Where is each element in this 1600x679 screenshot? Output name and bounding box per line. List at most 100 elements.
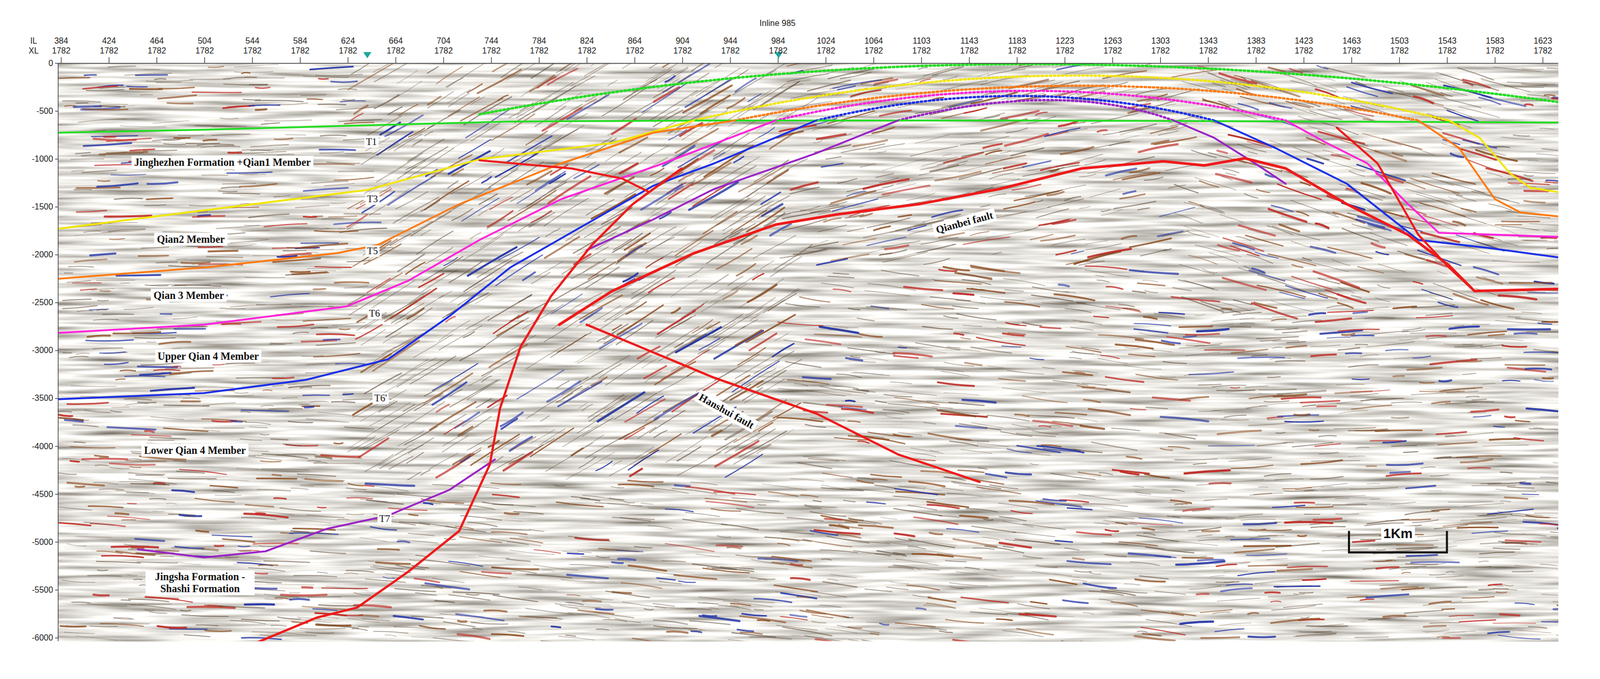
reflector-streak xyxy=(534,549,561,553)
reflector-streak xyxy=(1503,584,1514,586)
reflector-streak xyxy=(1194,314,1205,316)
reflector-streak xyxy=(649,63,677,69)
reflector-streak xyxy=(160,555,174,557)
reflector-streak xyxy=(1455,345,1483,347)
reflector-streak xyxy=(948,402,985,406)
reflector-streak xyxy=(201,175,228,176)
reflector-streak xyxy=(1375,150,1407,161)
reflector-streak xyxy=(1528,626,1547,628)
reflector-streak xyxy=(1283,279,1321,289)
reflector-streak xyxy=(1121,235,1137,239)
reflector-streak xyxy=(1350,487,1398,490)
reflector-streak xyxy=(1023,523,1066,530)
reflector-streak xyxy=(1423,625,1446,627)
reflector-streak xyxy=(245,504,274,507)
reflector-streak xyxy=(662,560,685,562)
reflector-streak xyxy=(239,174,267,175)
reflector-streak xyxy=(607,80,618,86)
reflector-streak xyxy=(313,353,361,357)
reflector-streak xyxy=(1200,637,1240,638)
reflector-streak xyxy=(898,485,925,489)
reflector-streak xyxy=(754,608,764,611)
reflector-streak xyxy=(1036,208,1069,218)
reflector-streak xyxy=(1004,206,1051,216)
reflector-streak xyxy=(137,401,156,403)
reflector-streak xyxy=(103,135,116,138)
reflector-streak xyxy=(1442,636,1460,639)
reflector-streak xyxy=(1331,259,1351,266)
reflector-streak xyxy=(1105,376,1144,382)
reflector-streak xyxy=(1351,295,1361,298)
reflector-streak xyxy=(146,80,193,82)
reflector-streak xyxy=(671,307,680,313)
reflector-streak xyxy=(149,437,186,439)
reflector-streak xyxy=(1054,294,1095,301)
reflector-streak xyxy=(1351,82,1393,94)
reflector-streak xyxy=(212,134,250,136)
reflector-streak xyxy=(1460,458,1493,462)
reflector-streak xyxy=(75,485,85,488)
reflector-streak xyxy=(1541,620,1559,622)
reflector-streak xyxy=(819,326,858,333)
reflector-streak xyxy=(618,484,654,487)
reflector-streak xyxy=(1144,290,1158,293)
reflector-streak xyxy=(705,498,748,502)
reflector-streak xyxy=(1492,622,1536,624)
reflector-streak xyxy=(1526,534,1546,536)
reflector-streak xyxy=(657,310,696,335)
reflector-streak xyxy=(846,191,866,197)
reflector-streak xyxy=(152,138,185,141)
reflector-streak xyxy=(1179,343,1223,349)
reflector-streak xyxy=(307,460,321,461)
reflector-streak xyxy=(1168,446,1190,449)
reflector-streak xyxy=(58,522,91,526)
reflector-streak xyxy=(1493,426,1505,428)
reflector-streak xyxy=(306,514,345,518)
reflector-streak xyxy=(90,253,116,256)
reflector-streak xyxy=(1005,322,1026,326)
reflector-streak xyxy=(241,72,250,74)
reflector-streak xyxy=(921,303,954,309)
reflector-streak xyxy=(385,322,408,338)
reflector-streak xyxy=(173,316,197,320)
reflector-streak xyxy=(1130,408,1146,411)
reflector-streak xyxy=(583,261,600,273)
reflector-streak xyxy=(281,594,327,595)
reflector-streak xyxy=(1215,581,1239,583)
reflector-streak xyxy=(222,394,254,396)
reflector-streak xyxy=(288,385,330,388)
reflector-streak xyxy=(583,600,602,602)
reflector-streak xyxy=(263,560,310,563)
reflector-streak xyxy=(1183,226,1220,237)
reflector-streak xyxy=(1234,548,1275,552)
reflector-streak xyxy=(1405,510,1439,514)
reflector-streak xyxy=(331,401,355,403)
reflector-streak xyxy=(365,578,406,583)
reflector-streak xyxy=(172,347,181,349)
reflector-streak xyxy=(1159,375,1176,378)
reflector-streak xyxy=(894,533,915,536)
reflector-streak xyxy=(1471,484,1516,486)
reflector-streak xyxy=(1359,354,1379,357)
reflector-streak xyxy=(241,230,270,231)
reflector-streak xyxy=(424,502,433,505)
reflector-streak xyxy=(668,129,687,140)
reflector-streak xyxy=(1462,343,1475,346)
reflector-streak xyxy=(875,553,891,556)
reflector-streak xyxy=(1425,312,1452,316)
reflector-streak xyxy=(1271,319,1287,321)
reflector-streak xyxy=(1230,387,1240,388)
reflector-streak xyxy=(192,91,242,94)
reflector-streak xyxy=(602,619,627,622)
reflector-streak xyxy=(250,144,289,147)
reflector-streak xyxy=(1231,465,1273,469)
reflector-streak xyxy=(1082,387,1130,392)
reflector-streak xyxy=(936,157,965,166)
reflector-streak xyxy=(1268,208,1306,222)
reflector-streak xyxy=(1429,586,1467,589)
reflector-streak xyxy=(353,490,396,495)
reflector-streak xyxy=(299,306,334,308)
reflector-streak xyxy=(1244,266,1266,274)
reflector-streak xyxy=(1010,510,1033,514)
reflector-streak xyxy=(338,88,357,90)
